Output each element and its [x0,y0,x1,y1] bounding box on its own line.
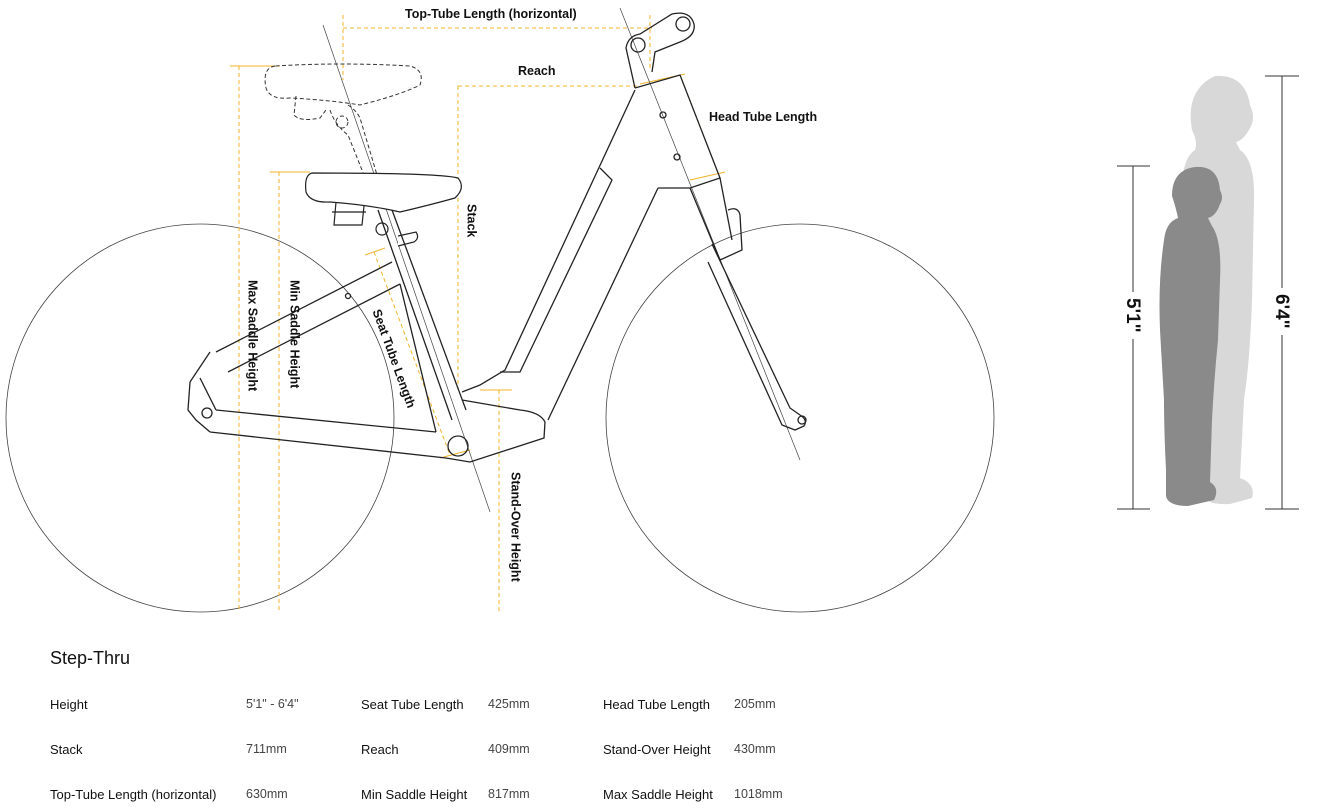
bike-drawing [5,7,1299,613]
frame [187,12,807,463]
spec-value: 5'1" - 6'4" [246,697,299,711]
spec-label: Max Saddle Height [603,787,713,802]
spec-row: Height 5'1" - 6'4" Seat Tube Length 425m… [50,697,850,717]
label-max-saddle-height: Max Saddle Height [245,280,260,392]
dimension-lines [238,15,721,612]
spec-value: 430mm [734,742,776,756]
spec-label: Top-Tube Length (horizontal) [50,787,217,802]
spec-label: Height [50,697,88,712]
rear-wheel [5,223,395,613]
spec-label: Reach [361,742,399,757]
max-saddle-outline [264,63,422,186]
spec-row: Stack 711mm Reach 409mm Stand-Over Heigh… [50,742,850,762]
spec-value: 425mm [488,697,530,711]
rider-height-short: 5'1" [1122,292,1143,339]
label-stand-over-height: Stand-Over Height [508,472,523,582]
spec-value: 630mm [246,787,288,801]
saddle [305,172,462,247]
centerlines [322,7,801,513]
spec-label: Stack [50,742,83,757]
label-min-saddle-height: Min Saddle Height [287,280,302,389]
rider-silhouettes [1159,75,1255,506]
label-top-tube: Top-Tube Length (horizontal) [405,7,577,21]
spec-row: Top-Tube Length (horizontal) 630mm Min S… [50,787,850,807]
dimension-ticks [230,65,726,459]
label-stack: Stack [464,204,479,238]
front-wheel [605,223,995,613]
spec-label: Min Saddle Height [361,787,468,802]
spec-value: 817mm [488,787,530,801]
spec-value: 205mm [734,697,776,711]
spec-label: Head Tube Length [603,697,710,712]
rider-height-tall: 6'4" [1271,288,1292,335]
spec-section-title: Step-Thru [50,648,131,668]
short-rider-silhouette [1159,166,1222,506]
spec-label: Stand-Over Height [603,742,711,757]
label-reach: Reach [518,64,556,78]
spec-label: Seat Tube Length [361,697,464,712]
spec-value: 1018mm [734,787,783,801]
spec-value: 711mm [246,742,287,756]
spec-value: 409mm [488,742,530,756]
bike-geometry-diagram: Top-Tube Length (horizontal) Reach Head … [5,7,1299,613]
label-head-tube: Head Tube Length [709,110,818,124]
